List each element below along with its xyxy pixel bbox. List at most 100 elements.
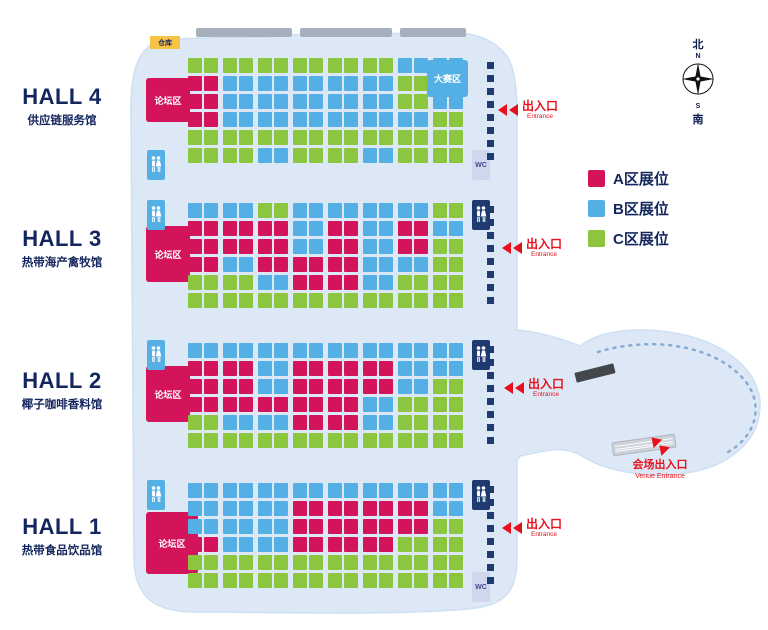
compass-south-cn: 南	[692, 114, 704, 126]
booth	[258, 555, 272, 570]
booth	[239, 433, 253, 448]
booth	[363, 537, 377, 552]
booth	[344, 361, 358, 376]
booth	[379, 203, 393, 218]
booth	[223, 58, 237, 73]
hall-subtitle: 热带食品饮品馆	[21, 545, 103, 557]
booth	[433, 379, 447, 394]
booth	[293, 555, 307, 570]
restroom-icon	[151, 206, 162, 222]
booth	[449, 203, 463, 218]
booth	[433, 203, 447, 218]
booth	[239, 257, 253, 272]
restroom-hall2-right	[472, 340, 490, 370]
booth	[414, 537, 428, 552]
booth	[188, 519, 202, 534]
booth	[204, 519, 218, 534]
booth	[363, 483, 377, 498]
booth	[449, 555, 463, 570]
booth	[449, 483, 463, 498]
booth	[274, 58, 288, 73]
booth	[379, 112, 393, 127]
booth	[398, 257, 412, 272]
hall-subtitle: 热带海产禽牧馆	[21, 257, 103, 269]
booth	[398, 148, 412, 163]
booth	[188, 379, 202, 394]
booth	[293, 343, 307, 358]
booth	[293, 433, 307, 448]
booth	[188, 203, 202, 218]
booth	[363, 148, 377, 163]
booth	[449, 433, 463, 448]
booth	[414, 555, 428, 570]
booth	[344, 483, 358, 498]
booth	[344, 343, 358, 358]
booth	[223, 501, 237, 516]
booth	[398, 239, 412, 254]
booth	[274, 221, 288, 236]
booth	[398, 221, 412, 236]
booth	[398, 58, 412, 73]
booth	[258, 433, 272, 448]
booth	[433, 415, 447, 430]
entrance-sublabel: Entrance	[532, 391, 560, 398]
booth-row	[188, 221, 468, 236]
booth	[414, 148, 428, 163]
booth	[293, 361, 307, 376]
booth	[363, 415, 377, 430]
booth	[328, 433, 342, 448]
booth	[188, 58, 202, 73]
booth	[188, 221, 202, 236]
booth	[379, 94, 393, 109]
booth	[398, 293, 412, 308]
booth	[414, 257, 428, 272]
booth	[414, 239, 428, 254]
booth	[379, 379, 393, 394]
forum-label: 论坛区	[154, 249, 182, 260]
competition-area: 大赛区	[427, 60, 468, 97]
booth	[274, 94, 288, 109]
booth	[274, 275, 288, 290]
booth	[449, 537, 463, 552]
booth	[363, 573, 377, 588]
entrance-hall4: 出入口 Entrance	[498, 100, 558, 120]
entrance-hall3: 出入口 Entrance	[502, 238, 562, 258]
booth	[328, 112, 342, 127]
booth	[258, 58, 272, 73]
booth	[239, 130, 253, 145]
booth	[188, 501, 202, 516]
warehouse-box: 仓库	[150, 36, 180, 49]
booth	[414, 343, 428, 358]
compass-north-cn: 北	[692, 39, 704, 51]
legend-swatch-b	[588, 200, 605, 217]
booth	[204, 112, 218, 127]
booth	[379, 239, 393, 254]
booth	[379, 397, 393, 412]
booth-row	[188, 203, 468, 218]
booth	[398, 555, 412, 570]
booth	[204, 397, 218, 412]
booth	[379, 293, 393, 308]
booth	[379, 257, 393, 272]
entrance-hall2: 出入口 Entrance	[504, 378, 564, 398]
booth	[363, 343, 377, 358]
booth	[414, 433, 428, 448]
booth	[309, 130, 323, 145]
booth-grid-hall4	[188, 58, 468, 163]
booth	[379, 221, 393, 236]
wall-booths-hall2	[487, 346, 494, 444]
booth	[328, 537, 342, 552]
booth	[188, 555, 202, 570]
booth	[363, 361, 377, 376]
warehouse-label: 仓库	[158, 39, 172, 47]
booth	[188, 573, 202, 588]
booth	[433, 555, 447, 570]
booth	[188, 483, 202, 498]
booth	[398, 397, 412, 412]
booth	[398, 112, 412, 127]
booth	[274, 112, 288, 127]
booth	[204, 239, 218, 254]
booth	[274, 379, 288, 394]
wc-label: WC	[475, 583, 487, 591]
